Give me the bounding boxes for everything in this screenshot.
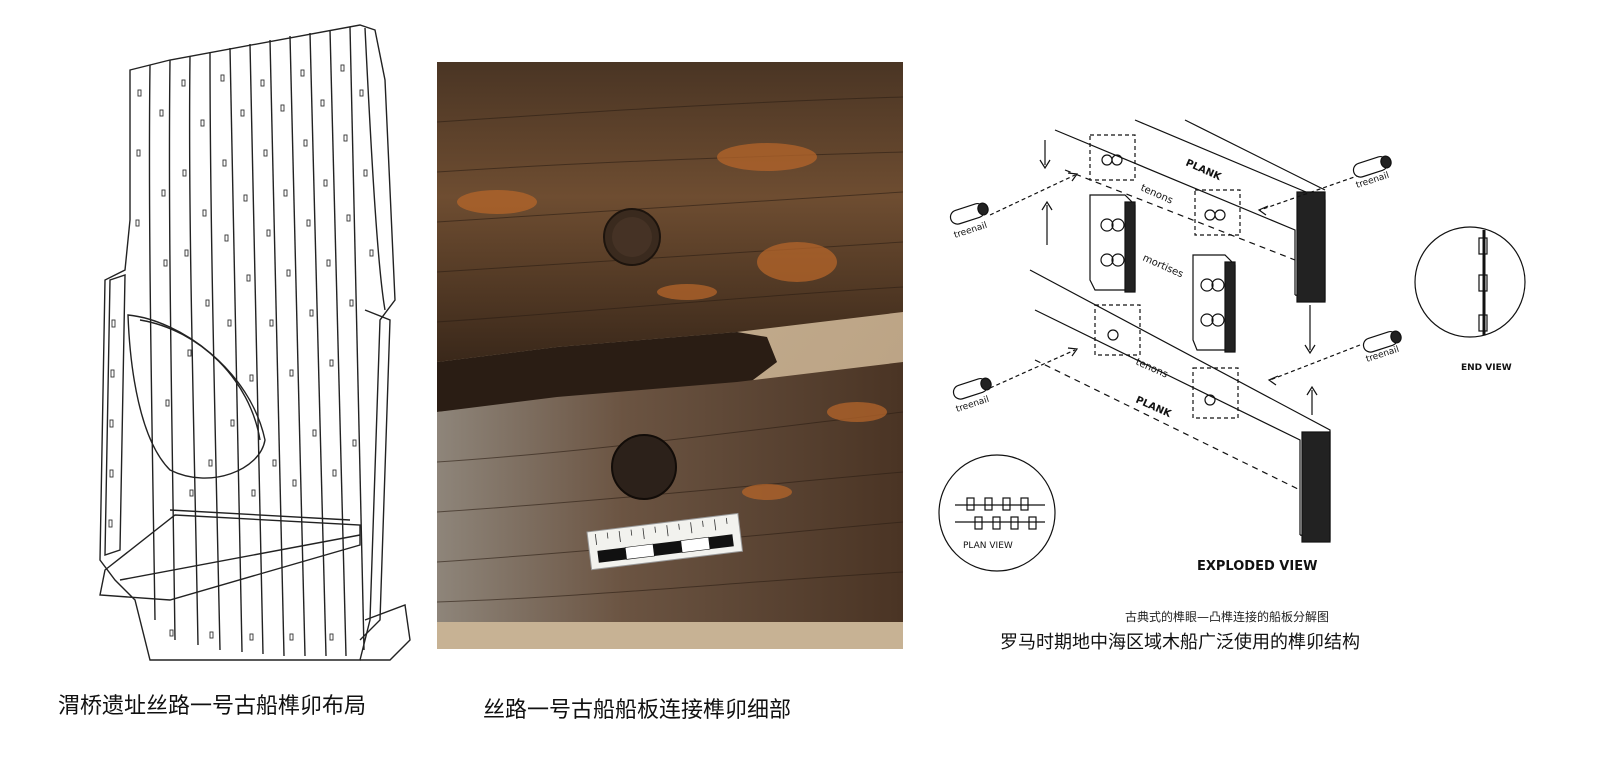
plank-photo-caption: 丝路一号古船船板连接榫卯细部 — [483, 698, 792, 723]
end-view-circle — [1414, 226, 1526, 338]
hull-drawing — [99, 24, 411, 661]
label-tenons-bottom: tenons — [1134, 357, 1170, 381]
label-plank-top: PLANK — [1184, 158, 1224, 184]
plank-photo-panel — [436, 62, 904, 649]
label-exploded-view: EXPLODED VIEW — [1197, 559, 1317, 574]
hull-drawing-caption: 渭桥遗址丝路一号古船榫卯布局 — [58, 694, 367, 719]
label-plan-view: PLAN VIEW — [963, 541, 1013, 551]
plank-end-grain-bottom — [1301, 431, 1331, 543]
exploded-view-panel: PLANK tenons mortises tenons PLANK treen… — [935, 110, 1555, 590]
exploded-view-diagram: PLANK tenons mortises tenons PLANK treen… — [938, 119, 1526, 574]
label-mortises: mortises — [1141, 253, 1185, 281]
exploded-view-subcaption: 古典式的榫眼—凸榫连接的船板分解图 — [1125, 610, 1330, 624]
plank-photo — [436, 62, 904, 649]
label-end-view: END VIEW — [1461, 363, 1512, 373]
label-plank-bottom: PLANK — [1134, 395, 1174, 421]
hull-drawing-panel — [60, 20, 420, 670]
label-tenons-top: tenons — [1139, 183, 1175, 207]
plank-end-grain-top — [1296, 191, 1326, 303]
plan-view-circle — [938, 454, 1056, 572]
exploded-view-caption: 罗马时期地中海区域木船广泛使用的榫卯结构 — [1000, 632, 1360, 653]
